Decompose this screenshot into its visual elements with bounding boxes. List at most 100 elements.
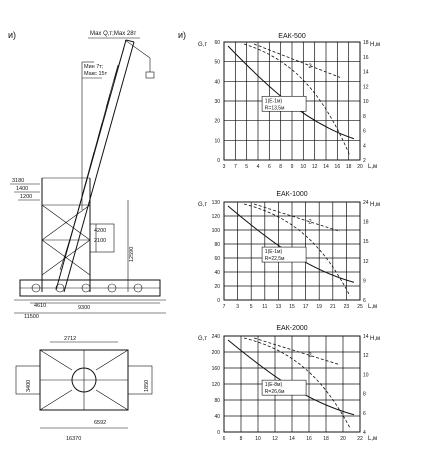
y-axis-label: G,т (198, 42, 207, 48)
y-tick-label: 40 (214, 79, 220, 85)
dim-d5: 2100 (94, 238, 106, 244)
right-tick-label: 16 (363, 55, 369, 61)
x-tick-label: 18 (323, 436, 329, 442)
y-axis-label: G,т (198, 336, 207, 342)
chart-title: ЕАК-1000 (276, 191, 307, 198)
curve-marker: 2 (308, 353, 312, 359)
curve-annotation-1: 1(Е-1м) (265, 249, 283, 255)
right-tick-label: 12 (363, 259, 369, 265)
y-tick-label: 30 (214, 99, 220, 105)
y-tick-label: 80 (214, 398, 220, 404)
y-tick-label: 0 (217, 298, 220, 304)
base-dimensions: 4610 9300 11500 (14, 302, 166, 320)
y-tick-label: 40 (214, 414, 220, 420)
left-panel-label: и) (8, 30, 16, 40)
dim-d7: 4610 (34, 303, 46, 309)
x-axis-label: L,м (368, 436, 377, 442)
x-tick-label: 5 (245, 164, 248, 170)
x-tick-label: 8 (279, 164, 282, 170)
right-tick-label: 15 (363, 239, 369, 245)
right-tick-label: 6 (363, 411, 366, 417)
right-tick-label: 4 (363, 143, 366, 149)
chart-title: ЕАК-2000 (276, 325, 307, 332)
x-tick-label: 14 (289, 436, 295, 442)
y-tick-label: 50 (214, 60, 220, 66)
crane-mast (41, 177, 115, 292)
right-tick-label: 18 (363, 220, 369, 226)
y-tick-label: 20 (214, 119, 220, 125)
y-axis-label: G,т (198, 202, 207, 208)
x-tick-label: 18 (346, 164, 352, 170)
right-tick-label: 8 (363, 114, 366, 120)
x-tick-label: 3 (223, 164, 226, 170)
right-tick-label: 12 (363, 84, 369, 90)
top-load-annotation: Мах Q,т;Мах 28т (90, 31, 137, 37)
x-tick-label: 21 (330, 304, 336, 310)
reach-line (253, 203, 341, 232)
plan-dim-left: 3400 (26, 380, 32, 392)
annotation-box (261, 95, 307, 112)
right-tick-label: 10 (363, 99, 369, 105)
plan-dim-right: 1850 (144, 380, 150, 392)
x-axis-label: L,м (368, 164, 377, 170)
undercarriage (14, 279, 166, 301)
x-axis-label: L,м (368, 304, 377, 310)
right-tick-label: 6 (363, 129, 366, 135)
right-tick-label: 8 (363, 392, 366, 398)
x-tick-label: 19 (316, 304, 322, 310)
x-tick-label: 15 (289, 304, 295, 310)
height-curve (243, 337, 351, 429)
curve-marker: 2 (308, 64, 312, 70)
x-tick-label: 10 (255, 436, 261, 442)
plan-dim-bottom: 6592 (94, 420, 106, 426)
x-tick-label: 3 (236, 304, 239, 310)
x-tick-label: 14 (323, 164, 329, 170)
x-tick-label: 11 (262, 304, 267, 310)
y-tick-label: 120 (212, 214, 221, 220)
reach-line (253, 337, 341, 366)
y-tick-label: 40 (214, 270, 220, 276)
dim-d2: 1400 (16, 186, 28, 192)
x-tick-label: 9 (291, 164, 294, 170)
inner-annotation-2: Макс 15т (84, 71, 108, 77)
height-curve (243, 43, 351, 157)
dim-d6: 12590 (129, 247, 135, 262)
curve-annotation-2: R=22,5м (265, 256, 285, 262)
curve-annotation-1: 1(Е-1м) (265, 98, 283, 104)
annotation-box (261, 379, 307, 396)
plan-dim-foot: 16370 (66, 436, 81, 442)
right-tick-label: 24 (363, 200, 369, 206)
right-tick-label: 2 (363, 158, 366, 164)
x-tick-label: 13 (276, 304, 282, 310)
y-tick-label: 120 (212, 382, 221, 388)
x-tick-label: 16 (306, 436, 312, 442)
x-tick-label: 16 (335, 164, 341, 170)
curve-annotation-2: R=26,6м (265, 389, 285, 395)
right-tick-label: 18 (363, 40, 369, 46)
curve-marker: 2 (308, 220, 312, 226)
dim-d1: 3180 (12, 178, 24, 184)
plan-dim-top: 2712 (64, 336, 76, 342)
right-tick-label: 9 (363, 278, 366, 284)
right-tick-label: 4 (363, 430, 366, 436)
y-tick-label: 60 (214, 40, 220, 46)
x-tick-label: 17 (303, 304, 309, 310)
curve-annotation-1: 1(Е-8м) (265, 382, 283, 388)
chart-title: ЕАК-500 (278, 33, 306, 40)
x-tick-label: 10 (301, 164, 307, 170)
dim-d8: 9300 (78, 305, 90, 311)
x-tick-label: 7 (223, 304, 226, 310)
inner-annotation-1: Мин 7т; (84, 64, 104, 70)
y-tick-label: 240 (212, 334, 221, 340)
height-curve (243, 203, 351, 297)
x-tick-label: 4 (257, 164, 260, 170)
x-tick-label: 12 (272, 436, 278, 442)
y-tick-label: 20 (214, 284, 220, 290)
x-tick-label: 22 (357, 436, 363, 442)
right-axis-label: Н,м (370, 202, 380, 208)
x-tick-label: 20 (357, 164, 363, 170)
y-tick-label: 80 (214, 242, 220, 248)
